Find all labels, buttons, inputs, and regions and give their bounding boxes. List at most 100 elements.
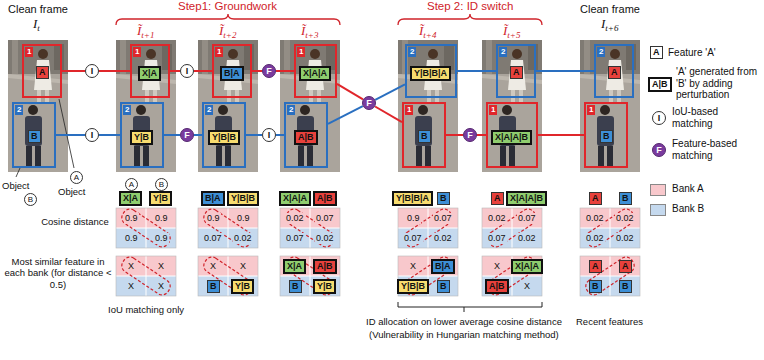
- feature-tag: A: [589, 260, 602, 273]
- frame-subscript: t+2: [223, 30, 236, 41]
- id-number: 2: [499, 47, 507, 57]
- track-line: [276, 70, 294, 72]
- feature-match-circle: F: [362, 96, 376, 110]
- feature-tag: B: [589, 280, 602, 293]
- note: Recent features: [576, 316, 643, 327]
- distance-grid: [580, 208, 640, 248]
- object-box: 2A: [594, 44, 634, 98]
- track-line: [56, 134, 85, 136]
- table-cell: X: [157, 281, 165, 292]
- feature-tag: A: [619, 260, 632, 273]
- legend-text: 'A' generated from 'B' by adding perturb…: [676, 66, 760, 101]
- table-cell: X: [157, 261, 165, 272]
- track-line: [446, 134, 463, 136]
- leader-line: [59, 99, 74, 168]
- feature-tag: A: [589, 192, 602, 205]
- note: Cosine distance: [40, 216, 110, 227]
- match-mark: [401, 206, 455, 249]
- leader-line: [16, 168, 20, 177]
- match-letter: F: [184, 131, 190, 140]
- feature-match-circle: F: [262, 64, 276, 78]
- object-label: Object: [2, 180, 29, 191]
- feature-tag: A: [608, 66, 621, 79]
- object-box: 2B: [12, 102, 56, 168]
- object-box: 2A|B: [284, 102, 328, 168]
- note: ID allocation on lower average cosine di…: [366, 316, 562, 327]
- table-cell: 0.9: [206, 213, 221, 224]
- table-cell: 0.9: [236, 213, 251, 224]
- iou-match-circle: I: [262, 128, 276, 142]
- feature-tag: X|A: [283, 259, 306, 274]
- legend-sample: A: [650, 46, 663, 59]
- feature-tag: B: [28, 130, 41, 143]
- table-cell: 0.02: [487, 213, 507, 224]
- match-mark: [201, 254, 255, 297]
- track-line: [252, 70, 262, 72]
- table-cell: 0.07: [285, 233, 305, 244]
- video-frame: [398, 40, 458, 172]
- track-line: [536, 70, 594, 72]
- track-line: [99, 134, 120, 136]
- bracket: [398, 302, 542, 312]
- iou-match-circle: I: [85, 64, 99, 78]
- feature-tag: B|A: [201, 191, 225, 206]
- feature-tag: Y|B|B: [227, 191, 259, 206]
- distance-grid: [198, 208, 258, 248]
- track-line: [328, 106, 363, 124]
- legend-sample: F: [652, 143, 666, 157]
- iou-match-circle: I: [85, 128, 99, 142]
- table-cell: 0.02: [585, 233, 605, 244]
- track-line: [457, 70, 496, 72]
- feature-tag: A: [510, 66, 523, 79]
- feature-tag: B: [437, 280, 450, 293]
- video-frame: [482, 40, 542, 172]
- table-cell: X: [239, 261, 247, 272]
- id-number: 1: [405, 105, 413, 115]
- feature-tag: A|B: [313, 191, 337, 206]
- feature-tag: Y|B|B|A: [392, 191, 433, 206]
- similar-grid: [580, 256, 640, 296]
- feature-tag: B: [619, 192, 632, 205]
- table-cell: 0.02: [433, 233, 453, 244]
- video-frame: [280, 40, 340, 172]
- feature-tag: Y|B|B|A: [410, 66, 451, 81]
- id-number: 1: [489, 105, 497, 115]
- frame-subscript: t+3: [305, 30, 318, 41]
- frame-symbol: Ĩ: [419, 23, 423, 39]
- table-cell: X: [409, 261, 417, 272]
- legend-text: Feature 'A': [668, 47, 716, 59]
- match-mark: [283, 254, 337, 297]
- table-cell: 0.9: [124, 213, 139, 224]
- feature-tag: B: [619, 280, 632, 293]
- track-line: [170, 70, 180, 72]
- step-brace: [116, 14, 340, 25]
- table-cell: 0.9: [406, 213, 421, 224]
- frame-symbol: I: [601, 16, 605, 32]
- id-number: 2: [123, 105, 131, 115]
- match-letter: F: [467, 131, 473, 140]
- feature-tag: X|A|A: [511, 259, 543, 274]
- track-line: [194, 70, 212, 72]
- track-line: [164, 134, 180, 136]
- feature-tag: Y|B: [130, 130, 153, 145]
- table-cell: 0.07: [433, 213, 453, 224]
- track-line: [337, 84, 363, 100]
- object-box: 1X|A|A: [294, 44, 337, 98]
- id-number: 1: [215, 47, 223, 57]
- video-frame: [198, 40, 258, 172]
- feature-tag: Y|B|B: [397, 279, 429, 294]
- feature-tag: Y|B|B: [208, 130, 240, 145]
- match-letter: F: [366, 99, 372, 108]
- table-cell: 0.9: [154, 213, 169, 224]
- table-cell: 0.02: [585, 213, 605, 224]
- table-cell: X: [127, 281, 135, 292]
- feature-tag: X|A: [138, 66, 161, 81]
- feature-tag: B: [418, 130, 431, 143]
- object-box: 1B: [402, 102, 446, 168]
- similar-grid: [280, 256, 340, 296]
- legend-swatch: [650, 204, 666, 216]
- feature-tag: X|A|A|B: [506, 191, 547, 206]
- table-cell: 0.02: [615, 233, 635, 244]
- feature-tag: B: [289, 280, 302, 293]
- track-line: [194, 134, 202, 136]
